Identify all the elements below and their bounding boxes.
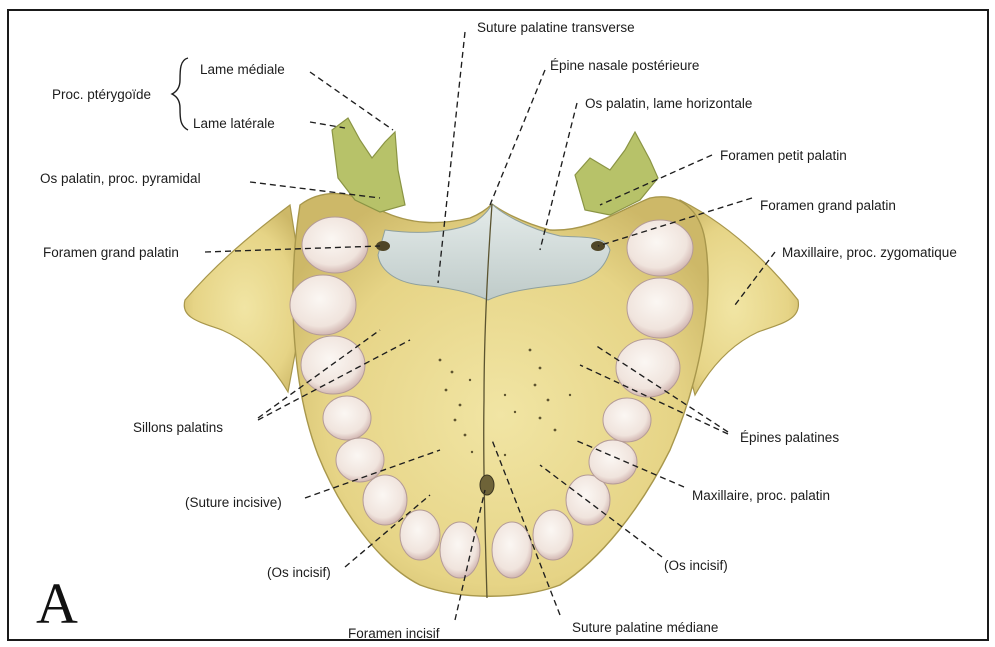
label-os-palatin-pyramidal: Os palatin, proc. pyramidal — [40, 171, 201, 186]
tooth — [302, 217, 368, 273]
label-lame-mediale: Lame médiale — [200, 62, 285, 77]
tooth — [533, 510, 573, 560]
label-maxillaire-proc-palatin: Maxillaire, proc. palatin — [692, 488, 830, 503]
tooth — [603, 398, 651, 442]
tooth — [290, 275, 356, 335]
label-suture-incisive: (Suture incisive) — [185, 495, 282, 510]
tooth — [440, 522, 480, 578]
tooth — [627, 278, 693, 338]
label-epines-palatines: Épines palatines — [740, 430, 839, 445]
tooth — [363, 475, 407, 525]
tooth — [627, 220, 693, 276]
tooth — [323, 396, 371, 440]
tooth — [589, 440, 637, 484]
label-os-palatin-lame-horizontale: Os palatin, lame horizontale — [585, 96, 752, 111]
label-foramen-grand-palatin-right: Foramen grand palatin — [760, 198, 896, 213]
label-os-incisif-right: (Os incisif) — [664, 558, 728, 573]
tooth — [336, 438, 384, 482]
label-lame-laterale: Lame latérale — [193, 116, 275, 131]
incisive-foramen — [480, 475, 494, 495]
plate-letter: A — [36, 571, 78, 636]
label-foramen-grand-palatin-left: Foramen grand palatin — [43, 245, 179, 260]
label-foramen-petit-palatin: Foramen petit palatin — [720, 148, 847, 163]
label-proc-pterygoide: Proc. ptérygoïde — [52, 87, 151, 102]
tooth — [400, 510, 440, 560]
label-sillons-palatins: Sillons palatins — [133, 420, 223, 435]
label-epine-nasale-posterieure: Épine nasale postérieure — [550, 58, 699, 73]
tooth — [301, 336, 365, 394]
label-maxillaire-proc-zygomatique: Maxillaire, proc. zygomatique — [782, 245, 957, 260]
tooth — [492, 522, 532, 578]
label-foramen-incisif: Foramen incisif — [348, 626, 440, 641]
tooth — [616, 339, 680, 397]
label-suture-palatine-transverse: Suture palatine transverse — [477, 20, 635, 35]
label-suture-palatine-mediane: Suture palatine médiane — [572, 620, 718, 635]
label-os-incisif-left: (Os incisif) — [267, 565, 331, 580]
